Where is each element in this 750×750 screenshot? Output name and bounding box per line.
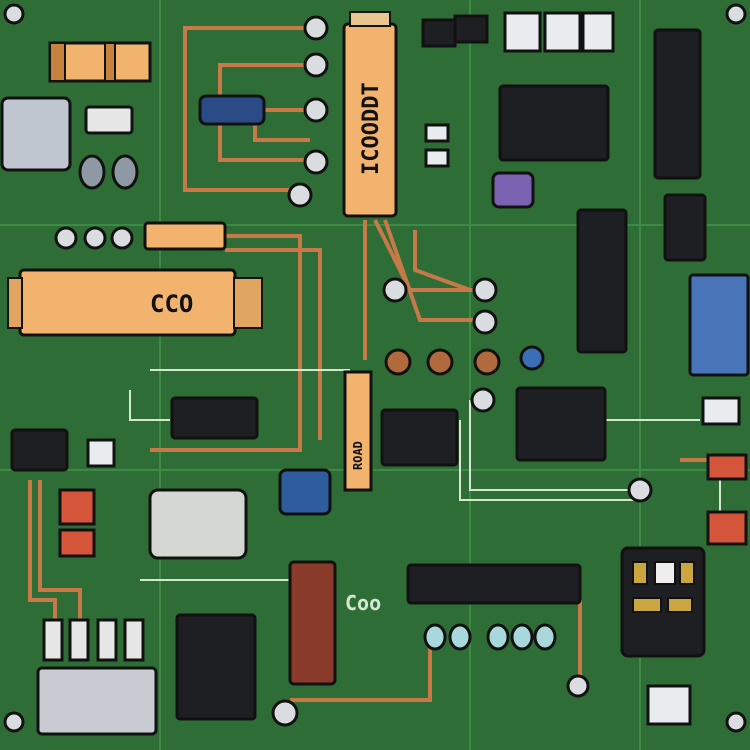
purple-sensor	[491, 171, 535, 209]
blue-switch	[278, 468, 332, 516]
vertical-small-orange: ROAD	[343, 370, 373, 492]
copper-pads	[384, 348, 501, 376]
transistors	[78, 154, 139, 190]
bottom-silkscreen-text: Coo	[345, 591, 381, 615]
white-chip-small	[84, 105, 134, 135]
copper-traces	[28, 26, 720, 702]
blue-led	[519, 345, 545, 371]
red-resistors	[58, 453, 748, 558]
teal-leds	[423, 623, 557, 651]
horizontal-component-label: CCO	[150, 290, 193, 318]
brown-capacitor	[288, 560, 337, 686]
small-vertical-label: ROAD	[351, 441, 365, 470]
orange-block-top-left	[48, 41, 152, 83]
vertical-component-label: ICOODDT	[359, 82, 384, 175]
blue-capacitor-right	[688, 273, 750, 377]
blue-capacitor	[198, 94, 266, 126]
black-chips	[10, 14, 707, 721]
silver-relay	[0, 96, 72, 172]
horizontal-orange-component: CCO	[7, 268, 263, 337]
white-resistors	[42, 618, 145, 662]
vertical-orange-component: ICOODDT	[342, 11, 398, 218]
chip-module-details	[632, 561, 695, 613]
mounting-holes	[3, 3, 747, 733]
orange-connector-small	[143, 221, 227, 251]
white-blocks	[36, 11, 741, 736]
